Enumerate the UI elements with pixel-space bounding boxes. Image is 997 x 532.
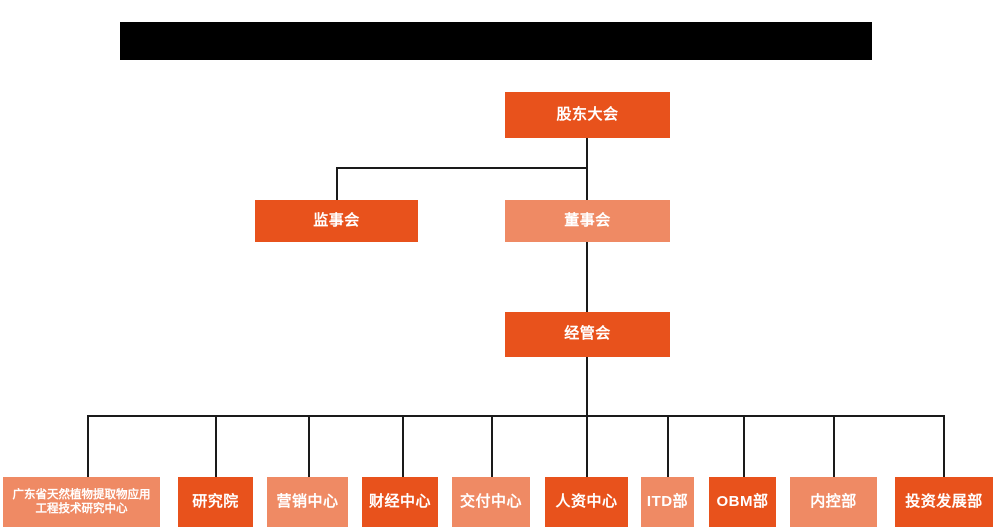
connector-to-dept-3 [308, 415, 310, 478]
node-board-of-supervisors[interactable]: 监事会 [255, 200, 418, 242]
connector-to-board-of-supervisors [336, 167, 338, 200]
node-department-investment-development[interactable]: 投资发展部 [895, 477, 993, 527]
connector-to-dept-6 [586, 415, 588, 478]
connector-to-dept-4 [402, 415, 404, 478]
node-department-human-resources-center[interactable]: 人资中心 [545, 477, 628, 527]
connector-directors-to-management [586, 242, 588, 312]
connector-to-board-of-directors [586, 167, 588, 200]
node-board-of-directors[interactable]: 董事会 [505, 200, 670, 242]
connector-tier2-bus [336, 167, 588, 169]
node-department-finance-center[interactable]: 财经中心 [362, 477, 438, 527]
connector-to-dept-9 [833, 415, 835, 478]
connector-management-stem [586, 357, 588, 416]
node-shareholders-meeting[interactable]: 股东大会 [505, 92, 670, 138]
connector-to-dept-8 [743, 415, 745, 478]
node-management-committee[interactable]: 经管会 [505, 312, 670, 357]
node-department-guangdong-research-center[interactable]: 广东省天然植物提取物应用工程技术研究中心 [3, 477, 160, 527]
node-department-delivery-center[interactable]: 交付中心 [452, 477, 530, 527]
connector-to-dept-7 [667, 415, 669, 478]
node-department-itd[interactable]: ITD部 [641, 477, 694, 527]
connector-to-dept-5 [491, 415, 493, 478]
node-department-obm[interactable]: OBM部 [709, 477, 776, 527]
connector-department-bus [87, 415, 943, 417]
node-department-marketing-center[interactable]: 营销中心 [267, 477, 348, 527]
node-department-research-institute[interactable]: 研究院 [178, 477, 253, 527]
node-department-internal-control[interactable]: 内控部 [790, 477, 877, 527]
connector-shareholders-stem [586, 138, 588, 168]
connector-to-dept-10 [943, 415, 945, 478]
redacted-title-banner [120, 22, 872, 60]
connector-to-dept-2 [215, 415, 217, 478]
connector-to-dept-1 [87, 415, 89, 478]
